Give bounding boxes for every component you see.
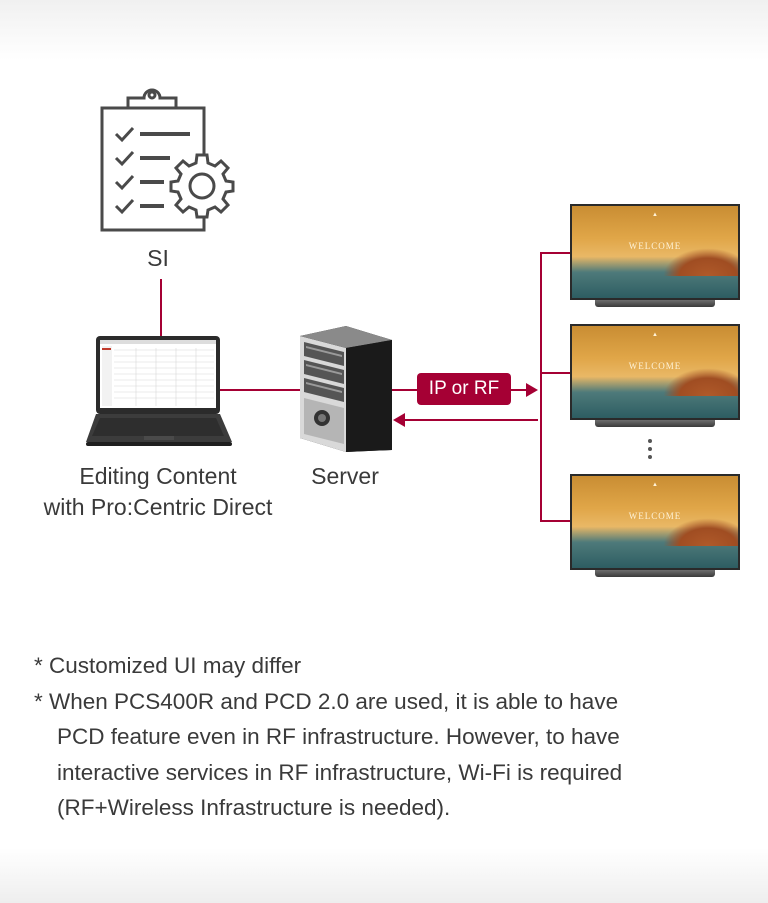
tv-screen: ▲ WELCOME [570, 474, 740, 570]
tv-display-2: ▲ WELCOME [570, 324, 740, 428]
si-label: SI [147, 245, 169, 271]
checklist-gear-icon [100, 88, 235, 232]
return-line [404, 419, 538, 421]
note-pcs400r-line1: * When PCS400R and PCD 2.0 are used, it … [34, 688, 619, 714]
tv-welcome-text: WELCOME [628, 360, 682, 371]
tv-logo-icon: ▲ [652, 211, 658, 218]
bottom-gradient [0, 848, 768, 903]
editing-label-line1: Editing Content [79, 463, 237, 489]
tv-stand [595, 570, 715, 577]
tv-logo-icon: ▲ [652, 331, 658, 338]
note-pcs400r-line4: (RF+Wireless Infrastructure is needed). [57, 795, 451, 820]
tv-bus-vertical [540, 252, 542, 522]
tv-stand [595, 300, 715, 307]
tv-welcome-text: WELCOME [628, 240, 682, 251]
tv-branch-3 [540, 520, 570, 522]
more-displays-ellipsis [648, 439, 654, 463]
note-pcs400r-line2: PCD feature even in RF infrastructure. H… [57, 724, 620, 749]
footnotes: * Customized UI may differ * When PCS400… [34, 648, 734, 826]
badge-to-arrow-line [511, 389, 529, 391]
tv-branch-2 [540, 372, 570, 374]
connection-badge: IP or RF [417, 373, 511, 405]
tv-welcome-text: WELCOME [628, 510, 682, 521]
server-label: Server [311, 463, 379, 489]
tv-logo-icon: ▲ [652, 481, 658, 488]
laptop-icon [86, 336, 232, 446]
server-to-badge-line [391, 389, 417, 391]
arrow-left-icon [393, 413, 405, 427]
note-customized-ui: * Customized UI may differ [34, 653, 302, 678]
tv-stand [595, 420, 715, 427]
server-icon [300, 326, 392, 452]
tv-display-3: ▲ WELCOME [570, 474, 740, 578]
tv-screen: ▲ WELCOME [570, 204, 740, 300]
tv-branch-1 [540, 252, 570, 254]
tv-display-1: ▲ WELCOME [570, 204, 740, 308]
si-to-laptop-line [160, 279, 162, 337]
tv-screen: ▲ WELCOME [570, 324, 740, 420]
note-pcs400r-line3: interactive services in RF infrastructur… [57, 759, 623, 785]
arrow-right-icon [526, 383, 538, 397]
laptop-to-server-line [218, 389, 302, 391]
editing-label-line2: with Pro:Centric Direct [43, 494, 273, 520]
top-gradient [0, 0, 768, 60]
